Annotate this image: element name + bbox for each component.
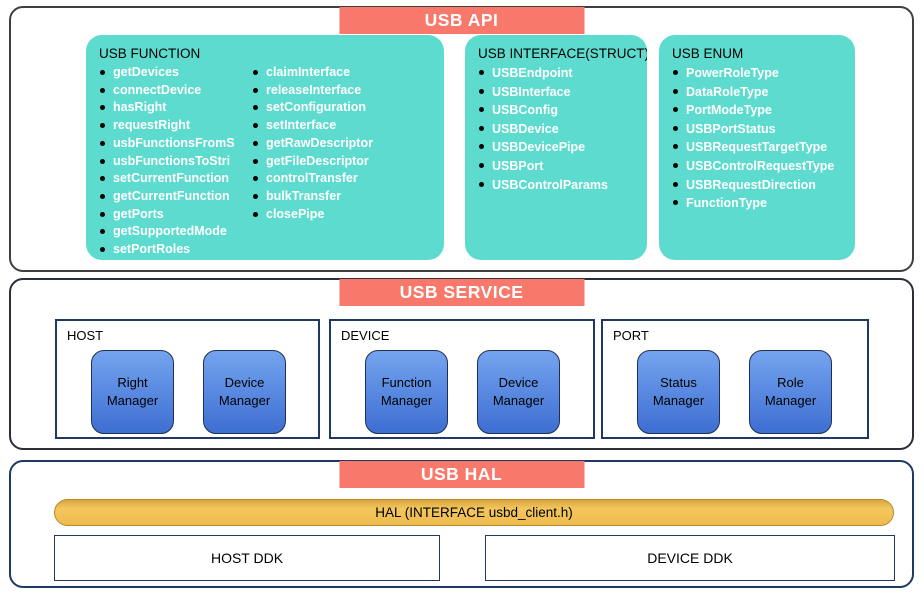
- api-enum-item: USBPortStatus: [672, 120, 849, 139]
- usb-enum-box: USB ENUM PowerRoleType DataRoleType Port…: [659, 35, 855, 260]
- api-struct-item: USBConfig: [478, 101, 641, 120]
- usb-enum-list: PowerRoleType DataRoleType PortModeType …: [672, 64, 849, 213]
- api-function-item: usbFunctionsToStri: [99, 153, 252, 171]
- usb-service-title-banner: USB SERVICE: [339, 279, 584, 306]
- api-struct-item: USBControlParams: [478, 176, 641, 195]
- api-enum-item: FunctionType: [672, 194, 849, 213]
- api-function-item: getCurrentFunction: [99, 188, 252, 206]
- api-function-item: hasRight: [99, 99, 252, 117]
- hal-interface-bar: HAL (INTERFACE usbd_client.h): [54, 499, 894, 526]
- api-enum-item: USBRequestTargetType: [672, 138, 849, 157]
- device-group-label: DEVICE: [341, 328, 390, 343]
- usb-interface-struct-box: USB INTERFACE(STRUCT) USBEndpoint USBInt…: [465, 35, 647, 260]
- usb-function-column-1: getDevices connectDevice hasRight reques…: [99, 64, 252, 259]
- usb-hal-title-banner: USB HAL: [339, 461, 584, 488]
- api-function-item: getPorts: [99, 206, 252, 224]
- usb-service-layer: USB SERVICE HOST Right Manager Device Ma…: [9, 278, 914, 450]
- port-group-label: PORT: [613, 328, 649, 343]
- api-function-item: getRawDescriptor: [252, 135, 438, 153]
- api-struct-item: USBDevicePipe: [478, 138, 641, 157]
- api-function-item: closePipe: [252, 206, 438, 224]
- api-function-item: setInterface: [252, 117, 438, 135]
- api-enum-item: USBControlRequestType: [672, 157, 849, 176]
- usb-interface-box-title: USB INTERFACE(STRUCT): [478, 46, 647, 61]
- status-manager-box: Status Manager: [637, 350, 720, 434]
- api-struct-item: USBInterface: [478, 83, 641, 102]
- api-function-item: usbFunctionsFromS: [99, 135, 252, 153]
- api-struct-item: USBEndpoint: [478, 64, 641, 83]
- api-function-item: requestRight: [99, 117, 252, 135]
- usb-function-column-2: claimInterface releaseInterface setConfi…: [252, 64, 438, 259]
- device-group-box: DEVICE Function Manager Device Manager: [329, 319, 595, 439]
- host-device-manager-box: Device Manager: [203, 350, 286, 434]
- port-group-box: PORT Status Manager Role Manager: [601, 319, 869, 439]
- port-managers: Status Manager Role Manager: [637, 350, 832, 434]
- api-function-item: getSupportedMode: [99, 223, 252, 241]
- api-function-item: getDevices: [99, 64, 252, 82]
- device-ddk-box: DEVICE DDK: [485, 535, 895, 581]
- role-manager-box: Role Manager: [749, 350, 832, 434]
- usb-hal-layer: USB HAL HAL (INTERFACE usbd_client.h) HO…: [9, 460, 914, 588]
- api-enum-item: DataRoleType: [672, 83, 849, 102]
- usb-function-box: USB FUNCTION getDevices connectDevice ha…: [86, 35, 444, 260]
- usb-function-columns: getDevices connectDevice hasRight reques…: [99, 64, 438, 259]
- usb-enum-box-title: USB ENUM: [672, 46, 744, 61]
- host-ddk-box: HOST DDK: [54, 535, 440, 581]
- api-enum-item: PowerRoleType: [672, 64, 849, 83]
- api-function-item: controlTransfer: [252, 170, 438, 188]
- api-enum-item: PortModeType: [672, 101, 849, 120]
- right-manager-box: Right Manager: [91, 350, 174, 434]
- api-function-item: claimInterface: [252, 64, 438, 82]
- api-function-item: setPortRoles: [99, 241, 252, 259]
- device-managers: Function Manager Device Manager: [365, 350, 560, 434]
- device-device-manager-box: Device Manager: [477, 350, 560, 434]
- api-function-item: connectDevice: [99, 82, 252, 100]
- api-enum-item: USBRequestDirection: [672, 176, 849, 195]
- usb-api-title-banner: USB API: [339, 7, 584, 34]
- host-group-box: HOST Right Manager Device Manager: [55, 319, 320, 439]
- api-function-item: setConfiguration: [252, 99, 438, 117]
- api-struct-item: USBDevice: [478, 120, 641, 139]
- usb-function-box-title: USB FUNCTION: [99, 46, 201, 61]
- usb-api-layer: USB API USB FUNCTION getDevices connectD…: [9, 6, 914, 272]
- api-function-item: bulkTransfer: [252, 188, 438, 206]
- function-manager-box: Function Manager: [365, 350, 448, 434]
- api-struct-item: USBPort: [478, 157, 641, 176]
- api-function-item: releaseInterface: [252, 82, 438, 100]
- usb-interface-list: USBEndpoint USBInterface USBConfig USBDe…: [478, 64, 641, 194]
- api-function-item: getFileDescriptor: [252, 153, 438, 171]
- host-managers: Right Manager Device Manager: [91, 350, 286, 434]
- host-group-label: HOST: [67, 328, 104, 343]
- api-function-item: setCurrentFunction: [99, 170, 252, 188]
